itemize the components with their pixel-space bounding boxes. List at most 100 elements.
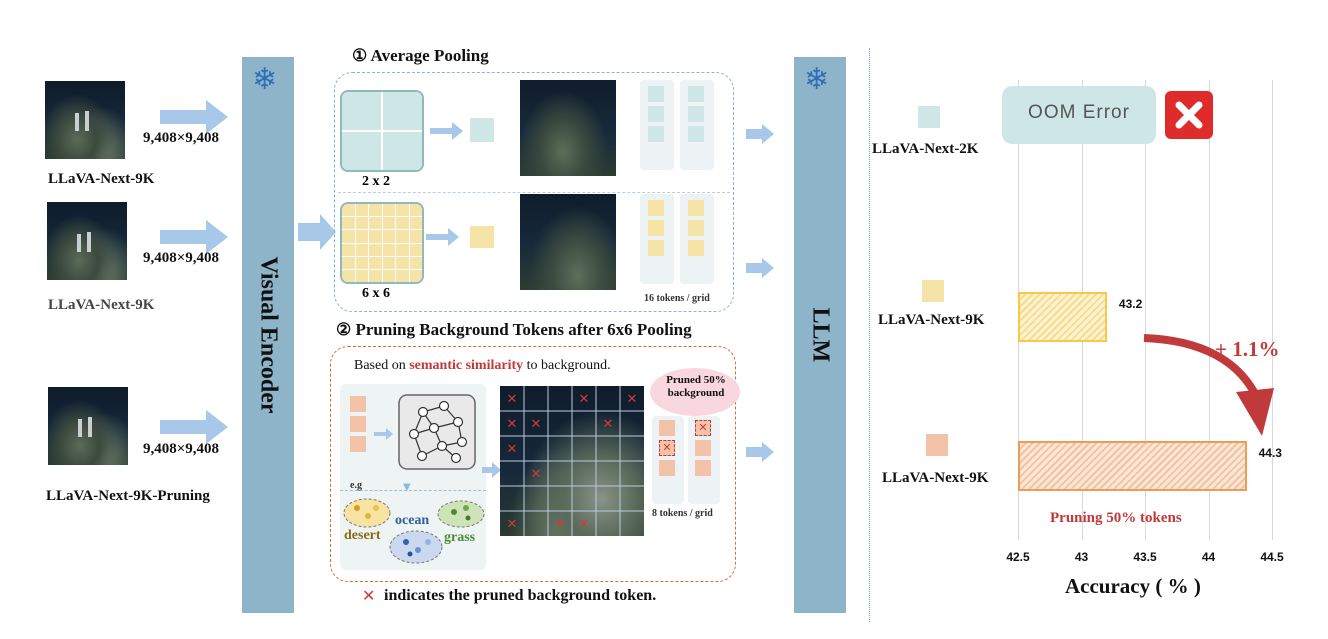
- encoder-output-arrow: [298, 214, 336, 250]
- oom-error-box: [1002, 86, 1156, 144]
- eg-arrow-icon: ▼: [403, 482, 411, 493]
- legend-swatch-orange: [926, 434, 948, 456]
- resolution-label-3: 9,408×9,408: [143, 441, 220, 457]
- bar-llava-next-9k: [1018, 292, 1107, 342]
- cluster-grass: [437, 500, 485, 528]
- caption-suffix: to background.: [523, 358, 611, 373]
- cluster-desert: [343, 498, 391, 528]
- token-orange-pruned: ✕: [659, 440, 675, 456]
- tokens-per-grid-16: 16 tokens / grid: [644, 293, 710, 304]
- snowflake-icon: ❄: [804, 62, 830, 97]
- grid-6x6-label: 6 x 6: [362, 286, 390, 301]
- eg-label: e.g: [350, 480, 362, 491]
- improvement-label: + 1.1%: [1215, 337, 1280, 361]
- llm-label: LLM: [807, 307, 834, 363]
- oom-error-label: OOM Error: [1028, 102, 1130, 123]
- snowflake-icon: ❄: [252, 62, 278, 97]
- token-orange: [695, 460, 711, 476]
- gridline: [1272, 80, 1273, 540]
- input-label-3: LLaVA-Next-9K-Pruning: [46, 488, 210, 504]
- cluster-desert-label: desert: [344, 528, 381, 543]
- graph-icon: [398, 394, 476, 470]
- legend-label-2k: LLaVA-Next-2K: [872, 141, 979, 157]
- pruned-footnote: indicates the pruned background token.: [384, 587, 657, 604]
- gridline: [1208, 80, 1210, 540]
- graph-arrow: [374, 428, 393, 440]
- token-orange: [350, 416, 366, 432]
- svg-text:✕: ✕: [531, 417, 542, 432]
- svg-text:✕: ✕: [531, 467, 542, 482]
- pruned-bubble-text: Pruned 50% background: [666, 374, 726, 399]
- token-orange-pruned: ✕: [695, 420, 711, 436]
- pooled-token-blue: [470, 118, 494, 142]
- pruning-annotation: Pruning 50% tokens: [1050, 510, 1182, 526]
- svg-text:✕: ✕: [507, 442, 518, 457]
- pooled-image-6x6: [520, 194, 616, 290]
- svg-text:✕: ✕: [603, 417, 614, 432]
- token-blue: [688, 86, 704, 102]
- svg-text:✕: ✕: [579, 517, 590, 532]
- token-yellow: [648, 200, 664, 216]
- caption-highlight: semantic similarity: [409, 358, 524, 373]
- legend-swatch-blue: [918, 106, 940, 128]
- section-separator: [869, 48, 870, 622]
- pooling-llm-arrow-2: [746, 258, 774, 278]
- error-x-icon: [1165, 91, 1213, 139]
- pruned-marker-icon: ✕: [362, 586, 376, 605]
- token-orange: [695, 440, 711, 456]
- prune-arrow-1: [482, 462, 501, 478]
- cluster-grass-label: grass: [444, 530, 476, 545]
- similarity-divider: [340, 490, 486, 491]
- pruning-caption: Based on semantic similarity to backgrou…: [354, 358, 611, 374]
- bar-llava-next-9k-pruning: [1018, 441, 1247, 491]
- grid-2x2: [340, 90, 424, 172]
- gridline: [1145, 80, 1146, 540]
- input-label-2: LLaVA-Next-9K: [48, 297, 155, 313]
- x-tick-label: 43.5: [1133, 550, 1157, 564]
- input-label-1: LLaVA-Next-9K: [48, 171, 155, 187]
- pooling-title: ① Average Pooling: [352, 46, 489, 65]
- pooling-llm-arrow-1: [746, 124, 774, 144]
- pool-arrow-2: [426, 228, 459, 246]
- grid-6x6: [340, 202, 424, 284]
- pool-arrow-1: [430, 122, 463, 140]
- svg-text:✕: ✕: [627, 392, 638, 407]
- svg-text:✕: ✕: [579, 392, 590, 407]
- tokens-per-grid-8: 8 tokens / grid: [652, 508, 713, 519]
- pruned-grid-overlay: ✕✕✕ ✕✕✕ ✕ ✕ ✕✕✕: [500, 386, 644, 536]
- visual-encoder-block: [242, 57, 294, 613]
- pooled-token-yellow: [470, 226, 494, 248]
- legend-label-9k: LLaVA-Next-9K: [878, 312, 985, 328]
- bar-value-label: 44.3: [1258, 446, 1282, 460]
- input-image-3: [48, 387, 128, 465]
- token-blue: [688, 106, 704, 122]
- pruned-bubble: [650, 368, 740, 416]
- svg-text:✕: ✕: [507, 517, 518, 532]
- token-yellow: [648, 220, 664, 236]
- pruning-llm-arrow: [746, 442, 774, 462]
- token-yellow: [688, 220, 704, 236]
- token-blue: [688, 126, 704, 142]
- llm-block: [794, 57, 846, 613]
- improvement-arrow: [1143, 334, 1274, 436]
- legend-swatch-yellow: [922, 280, 944, 302]
- input-arrow-3: [160, 410, 228, 444]
- bar-value-label: 43.2: [1118, 297, 1143, 311]
- cluster-ocean: [389, 530, 443, 564]
- cluster-ocean-label: ocean: [395, 513, 430, 528]
- pooling-divider: [338, 192, 730, 193]
- x-tick-label: 44: [1201, 550, 1216, 564]
- token-yellow: [648, 240, 664, 256]
- legend-label-9k-pruning: LLaVA-Next-9K: [882, 470, 989, 486]
- token-yellow: [688, 240, 704, 256]
- input-image-1: [45, 81, 125, 159]
- resolution-label-1: 9,408×9,408: [143, 130, 220, 146]
- token-blue: [648, 86, 664, 102]
- token-orange: [659, 420, 675, 436]
- pruning-title: ② Pruning Background Tokens after 6x6 Po…: [336, 320, 692, 339]
- x-tick-label: 42.5: [1006, 550, 1030, 564]
- x-tick-label: 43: [1074, 550, 1089, 564]
- caption-prefix: Based on: [354, 358, 410, 373]
- resolution-label-2: 9,408×9,408: [143, 250, 220, 266]
- input-arrow-1: [160, 100, 228, 134]
